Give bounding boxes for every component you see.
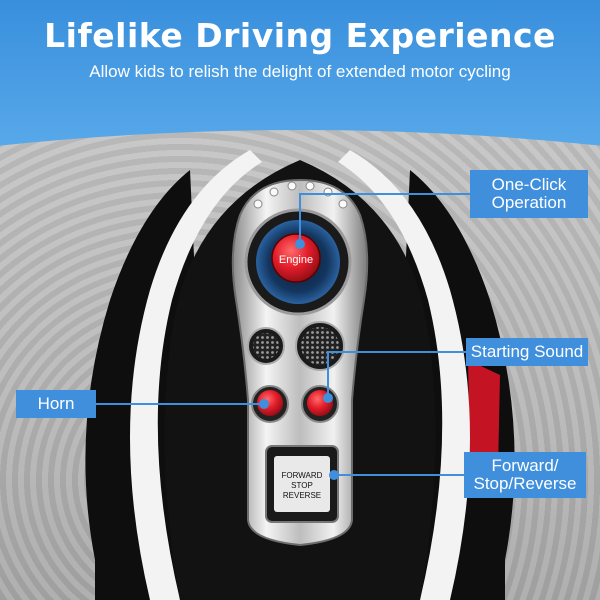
callout-forward-stop-reverse: Forward/ Stop/Reverse — [464, 452, 586, 498]
callout-forward-line1: Forward/ — [491, 456, 559, 475]
callout-one-click-line1: One-Click — [491, 175, 567, 194]
switch-label-stop: STOP — [291, 481, 313, 490]
callout-starting-sound: Starting Sound — [466, 338, 588, 366]
callout-forward-line2: Stop/Reverse — [473, 474, 577, 493]
page-title: Lifelike Driving Experience — [44, 16, 556, 55]
callout-one-click-line2: Operation — [491, 193, 567, 212]
switch-label-forward: FORWARD — [282, 471, 323, 480]
callout-one-click-operation: One-Click Operation — [470, 170, 588, 218]
right-white-trim — [338, 150, 470, 600]
connector-one-click — [299, 193, 470, 240]
red-side-panel — [468, 360, 500, 470]
header-band — [0, 0, 600, 150]
left-white-trim — [130, 150, 262, 600]
page-subtitle: Allow kids to relish the delight of exte… — [89, 62, 511, 81]
callout-horn: Horn — [16, 390, 96, 418]
horn-button — [257, 390, 283, 416]
engine-button-label: Engine — [279, 254, 313, 266]
led-indicator-row — [253, 181, 348, 209]
connector-starting-sound — [327, 351, 466, 396]
engine-button — [271, 233, 321, 283]
switch-label-reverse: REVERSE — [283, 491, 321, 500]
